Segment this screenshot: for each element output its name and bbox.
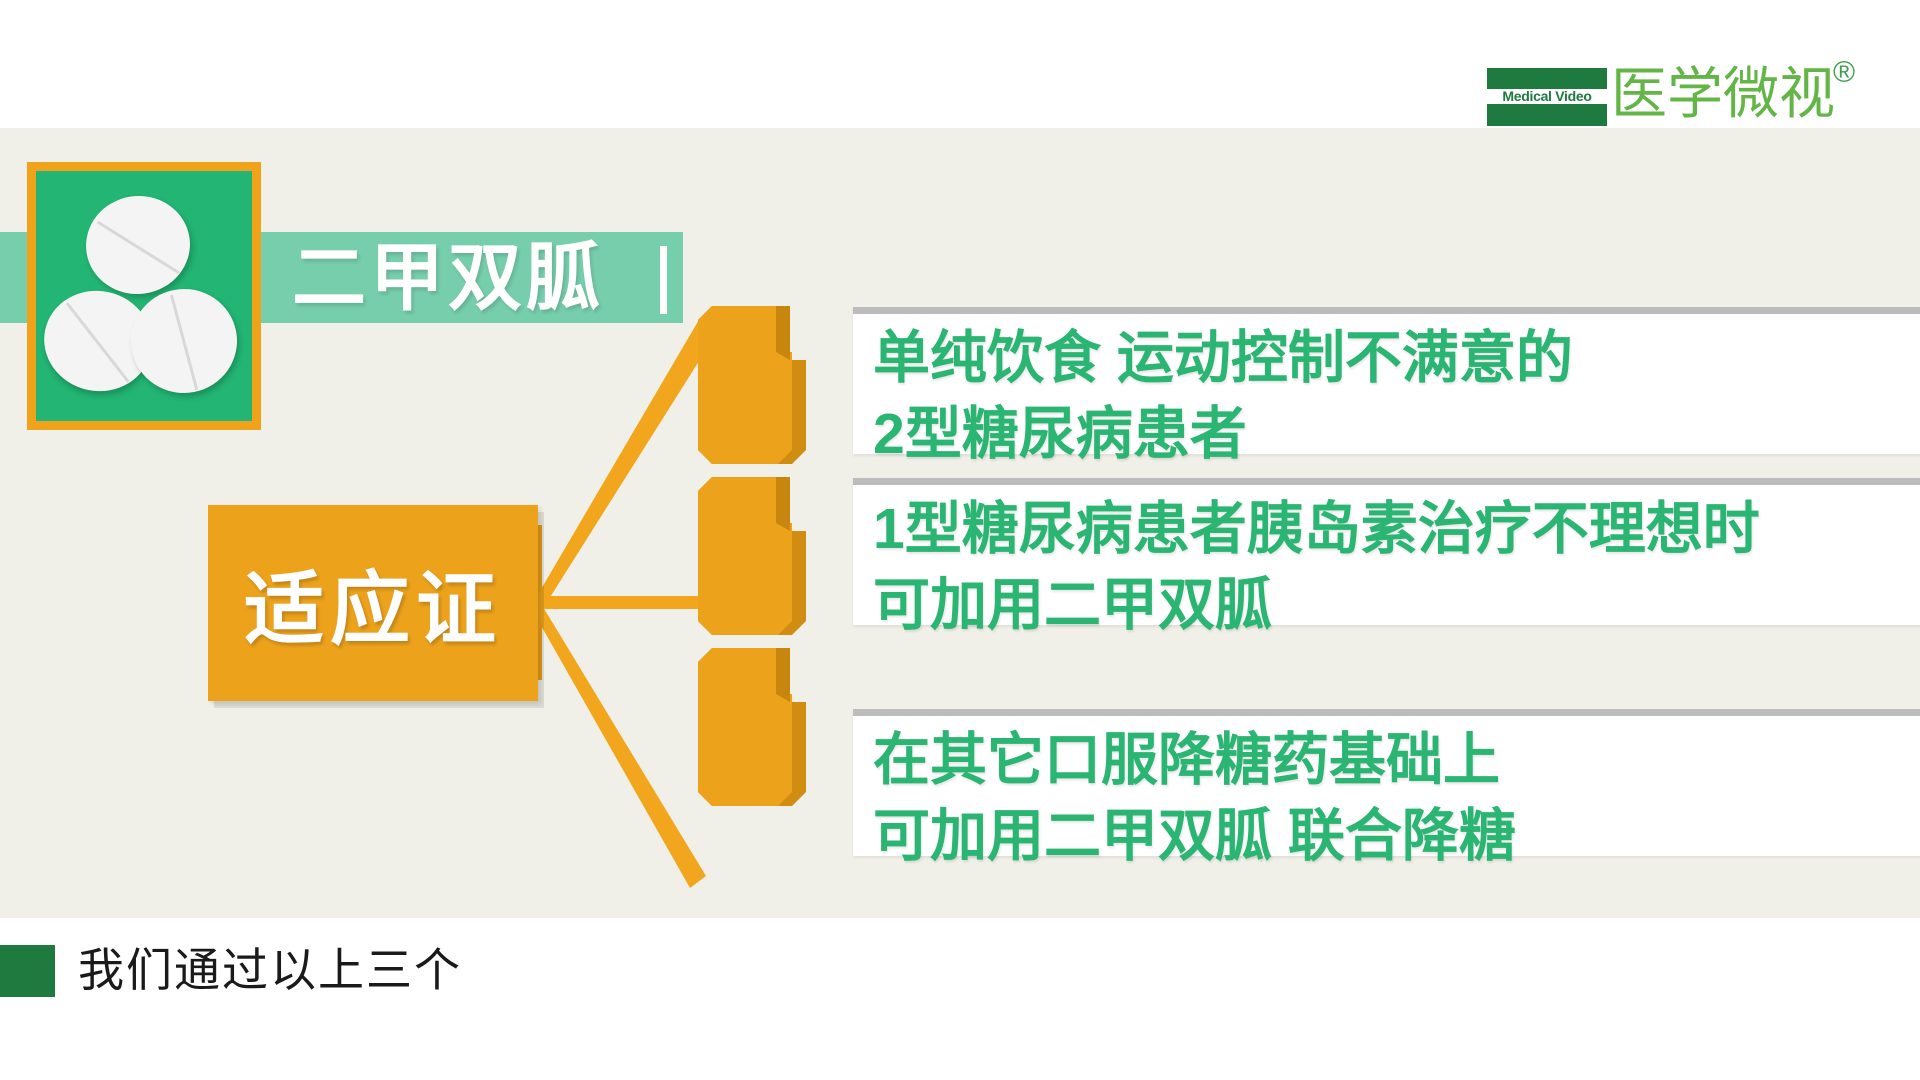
logo-english-text: Medical Video — [1502, 88, 1592, 104]
registered-trademark-icon: ® — [1833, 56, 1856, 89]
bullet-marker-3 — [698, 642, 806, 810]
pill-tablets-icon — [27, 162, 261, 430]
content-panel-1: 单纯饮食 运动控制不满意的 2型糖尿病患者 — [853, 307, 1920, 466]
content-line: 2型糖尿病患者 — [873, 402, 1247, 466]
indications-node-label: 适应证 — [244, 565, 502, 654]
content-line: 1型糖尿病患者胰岛素治疗不理想时 — [873, 497, 1760, 561]
tablet-shape — [79, 189, 197, 301]
tablet-score-line — [96, 220, 180, 275]
content-panel-3: 在其它口服降糖药基础上 可加用二甲双胍 联合降糖 — [853, 709, 1920, 868]
content-panel-2: 1型糖尿病患者胰岛素治疗不理想时 可加用二甲双胍 — [853, 478, 1920, 637]
caption-text: 我们通过以上三个 — [78, 945, 462, 996]
logo-mark: Medical Video — [1487, 68, 1607, 126]
tablet-score-line — [169, 294, 199, 391]
caption-marker-icon — [0, 945, 55, 997]
bullet-marker-2 — [698, 471, 806, 639]
tablet-score-line — [65, 302, 130, 383]
content-lines: 在其它口服降糖药基础上 可加用二甲双胍 联合降糖 — [873, 722, 1516, 874]
brand-logo: Medical Video 医学微视 ® — [1487, 58, 1855, 126]
indications-node: 适应证 — [208, 505, 538, 701]
logo-stripe — [1487, 89, 1607, 104]
content-line: 单纯饮食 运动控制不满意的 — [873, 326, 1573, 390]
content-line: 在其它口服降糖药基础上 — [873, 728, 1500, 792]
content-lines: 单纯饮食 运动控制不满意的 2型糖尿病患者 — [873, 320, 1573, 472]
content-line: 可加用二甲双胍 — [873, 573, 1272, 637]
logo-chinese-text: 医学微视 — [1611, 62, 1835, 125]
content-lines: 1型糖尿病患者胰岛素治疗不理想时 可加用二甲双胍 — [873, 491, 1760, 643]
bullet-marker-1 — [698, 300, 806, 468]
tablet-shape — [126, 284, 242, 398]
content-line: 可加用二甲双胍 联合降糖 — [873, 804, 1516, 868]
pill-icon-background — [36, 171, 252, 421]
title-divider-bar — [660, 246, 667, 314]
page-title: 二甲双胍 — [292, 236, 604, 319]
